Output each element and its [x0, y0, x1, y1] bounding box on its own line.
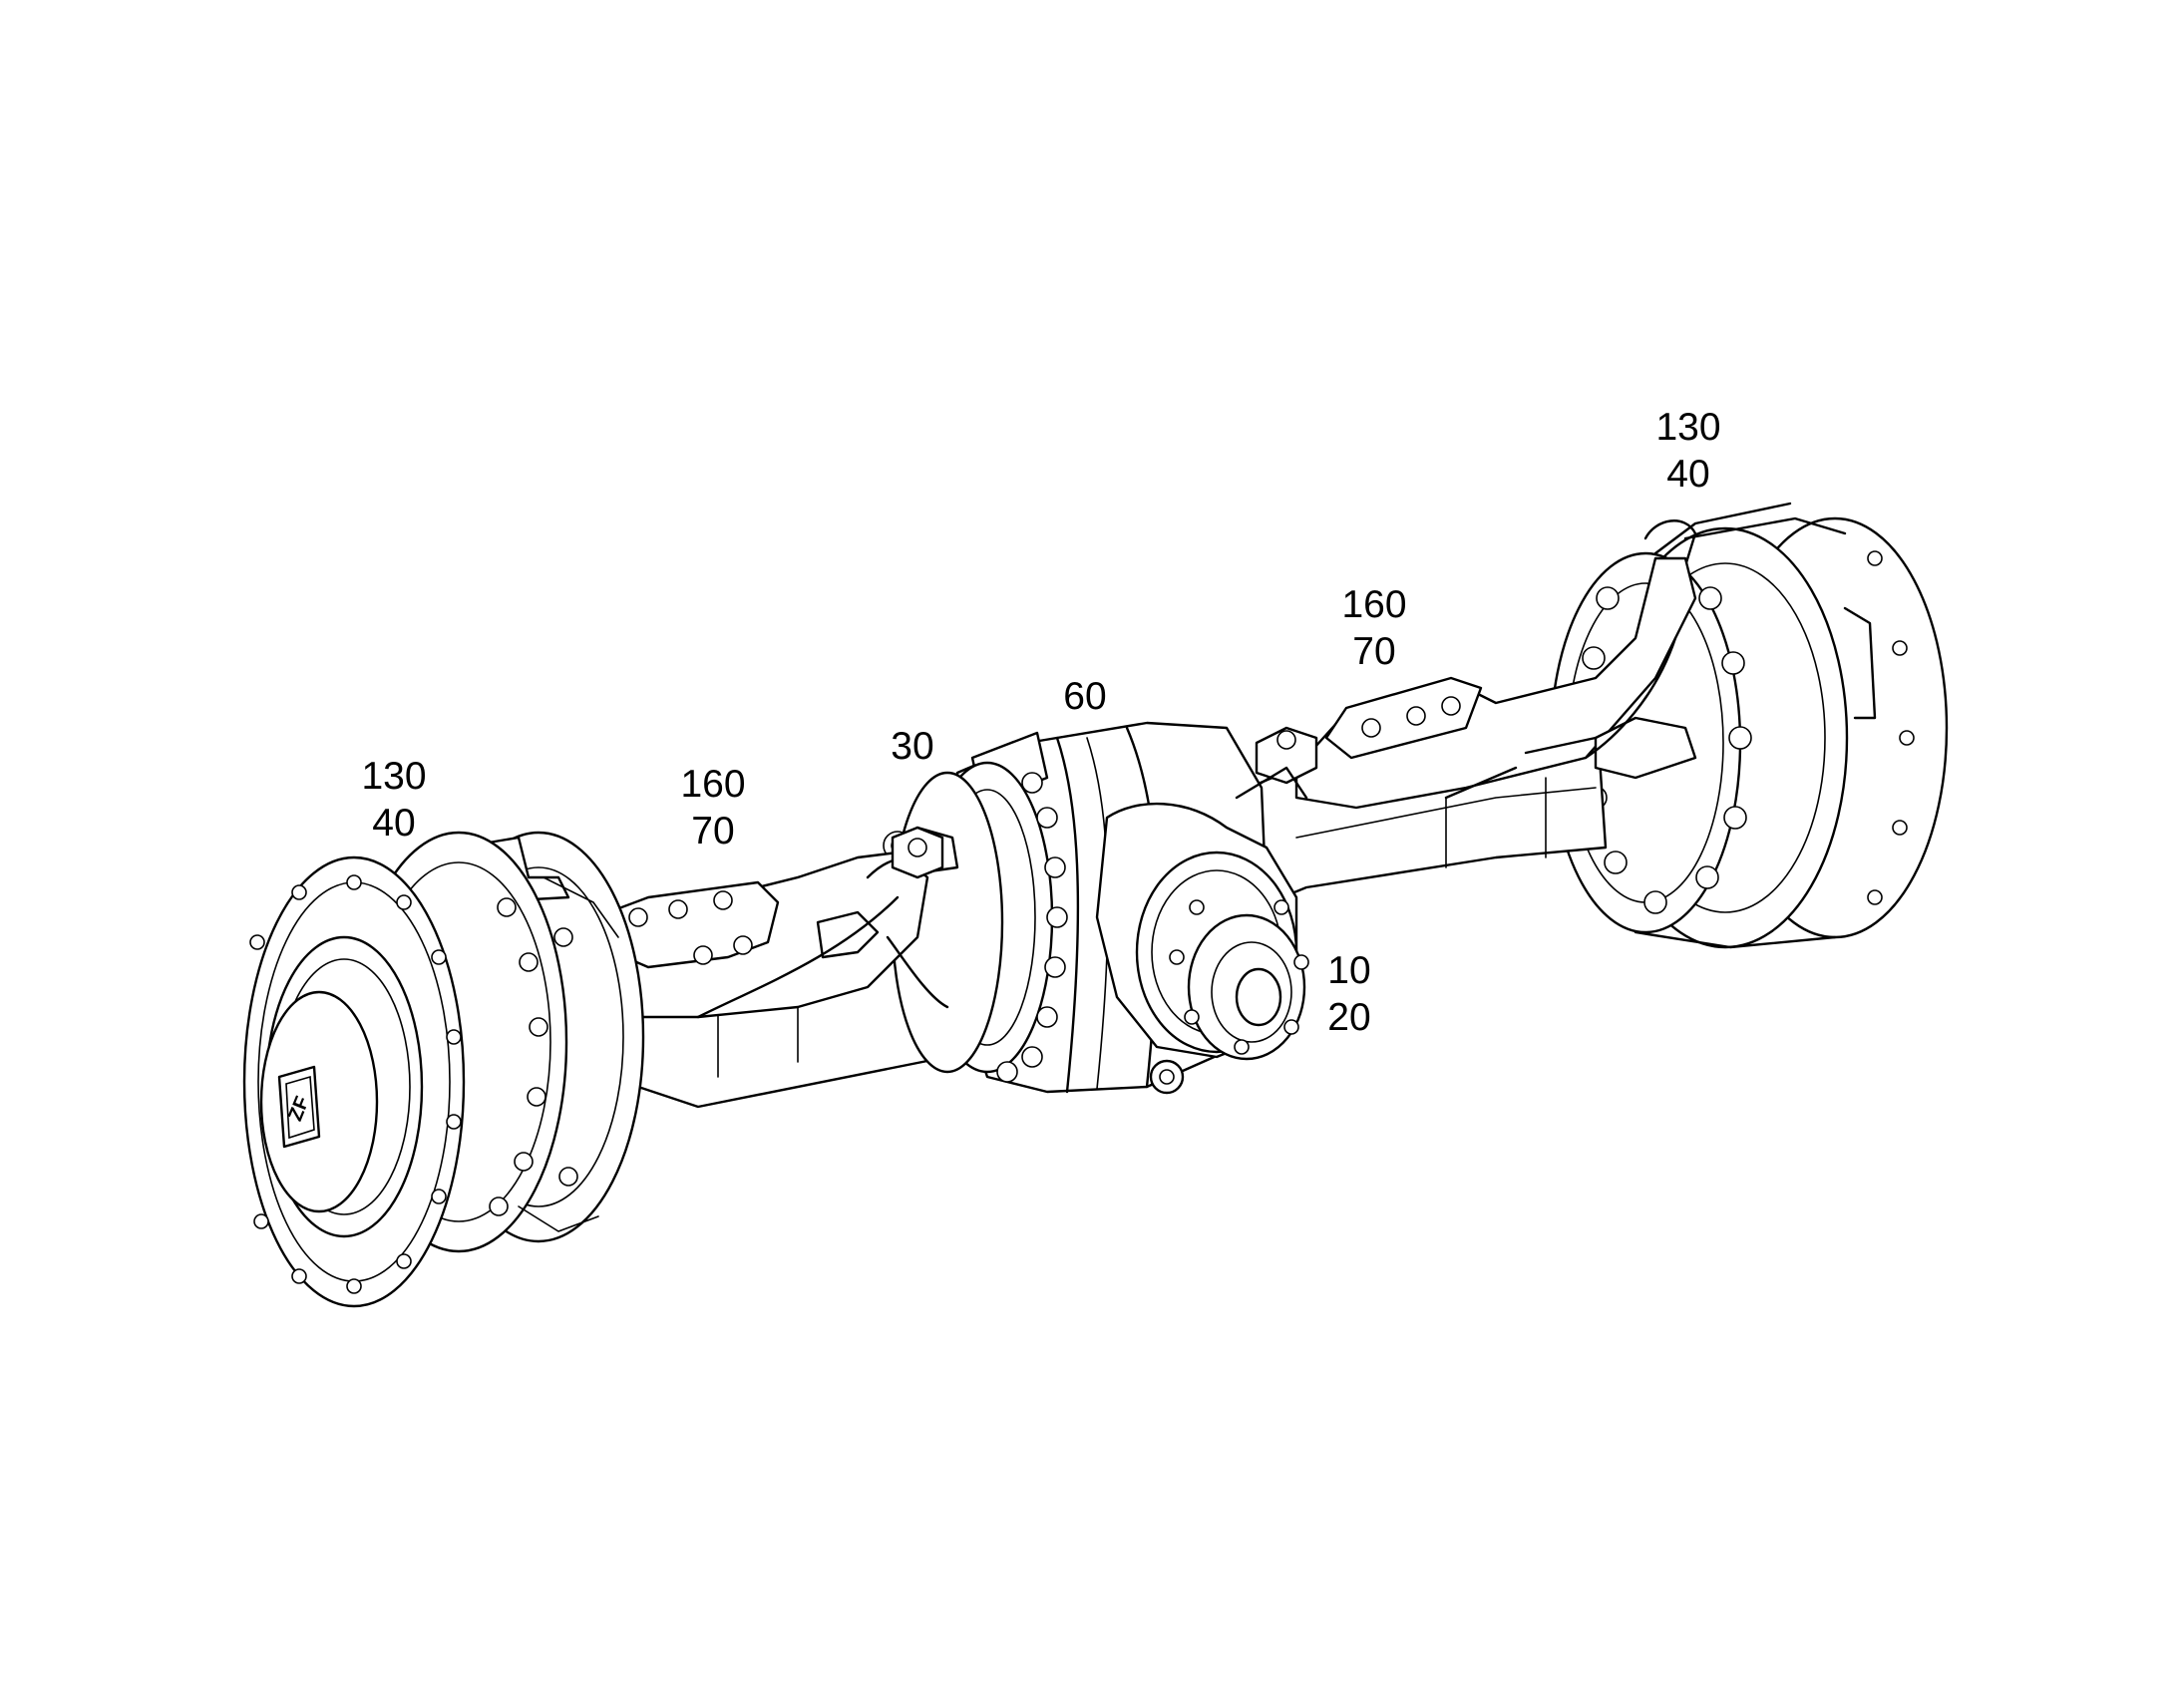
callout-left-arm: 160 70: [653, 761, 773, 854]
callout-left-arm-line2: 70: [691, 810, 735, 853]
zf-logo: ZF: [277, 1065, 321, 1149]
callout-flange-line1: 30: [891, 725, 934, 768]
callout-right-arm-line2: 70: [1352, 630, 1396, 673]
callout-center-housing: 60: [1025, 673, 1145, 720]
callout-right-hub: 130 40: [1629, 404, 1748, 498]
callout-right-arm-line1: 160: [1341, 583, 1407, 626]
left-trailing-arm: [596, 826, 949, 1019]
flange-bolts: [996, 772, 1068, 1083]
callout-left-hub: 130 40: [334, 753, 454, 847]
callout-right-hub-line2: 40: [1666, 453, 1710, 496]
callout-input-flange-line2: 20: [1327, 996, 1371, 1039]
callout-input-flange: 10 20: [1289, 947, 1409, 1041]
callout-right-hub-line1: 130: [1655, 406, 1721, 449]
left-hub-bolts: [489, 897, 578, 1216]
callout-center-housing-line1: 60: [1063, 675, 1107, 718]
left-wheel-hub: ZF: [242, 831, 645, 1308]
callout-left-arm-line1: 160: [680, 763, 746, 806]
input-flange-bolts: [1169, 899, 1309, 1055]
callout-flange: 30: [853, 723, 972, 770]
callout-left-hub-line1: 130: [361, 755, 427, 798]
left-flange-bolt-holes: [249, 874, 462, 1294]
right-trailing-arm: [1255, 556, 1697, 810]
callout-left-hub-line2: 40: [372, 802, 416, 845]
callout-input-flange-line1: 10: [1327, 949, 1371, 992]
callout-right-arm: 160 70: [1314, 581, 1434, 675]
